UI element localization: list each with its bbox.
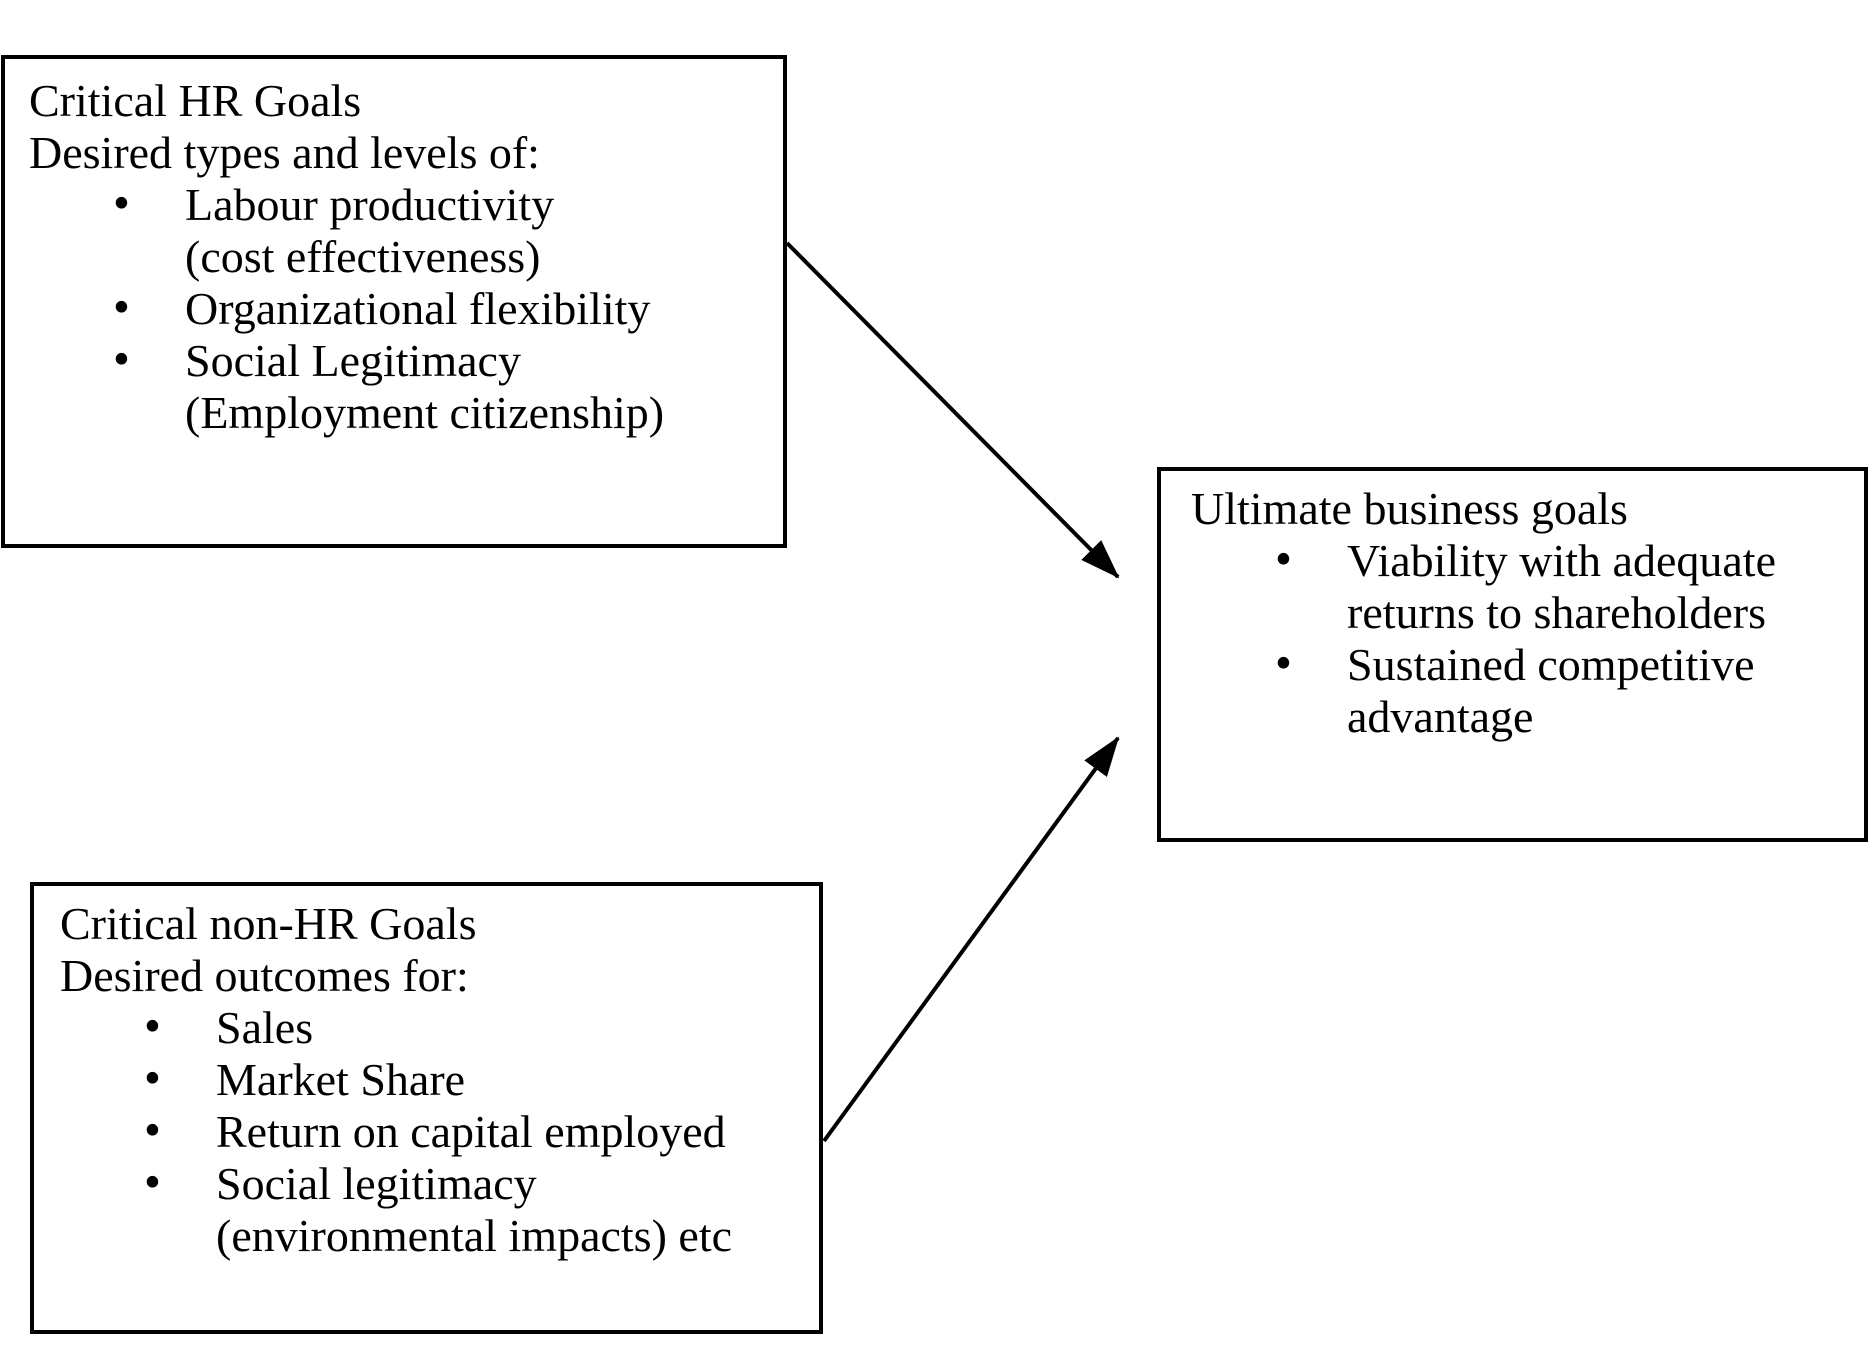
hr-goals-title: Critical HR Goals — [29, 75, 362, 126]
bullet-line: Organizational flexibility — [185, 282, 651, 334]
hr-goals-list: Labour productivity (cost effectiveness)… — [29, 177, 773, 439]
non-hr-goals-box: Critical non-HR Goals Desired outcomes f… — [30, 882, 823, 1334]
arrow-non-hr-to-business-goals — [822, 736, 1120, 1143]
bullet-line: (Employment citizenship) — [185, 386, 665, 438]
bullet-item: Viability with adequate returns to share… — [1275, 533, 1854, 639]
bullet-line: Labour productivity — [185, 178, 555, 230]
bullet-item: Market Share — [144, 1052, 809, 1107]
non-hr-goals-list: Sales Market Share Return on capital emp… — [60, 1000, 809, 1262]
arrow-hr-to-business-goals — [785, 241, 1120, 579]
bullet-item: Organizational flexibility — [113, 281, 773, 336]
non-hr-goals-subtitle: Desired outcomes for: — [60, 949, 469, 1001]
bullet-line: Sales — [216, 1001, 314, 1053]
bullet-item: Social Legitimacy (Employment citizenshi… — [113, 333, 773, 439]
bullet-line: (environmental impacts) etc — [216, 1209, 733, 1261]
bullet-line: Social legitimacy — [216, 1157, 537, 1209]
bullet-item: Labour productivity (cost effectiveness) — [113, 177, 773, 283]
bullet-item: Sustained competitive advantage — [1275, 637, 1854, 743]
bullet-item: Return on capital employed — [144, 1104, 809, 1159]
business-goals-box: Ultimate business goals Viability with a… — [1157, 467, 1868, 842]
bullet-line: returns to shareholders — [1347, 586, 1766, 638]
bullet-line: Market Share — [216, 1053, 466, 1105]
hr-goals-box: Critical HR Goals Desired types and leve… — [1, 55, 787, 548]
bullet-line: Return on capital employed — [216, 1105, 726, 1157]
business-goals-list: Viability with adequate returns to share… — [1191, 533, 1854, 743]
hr-goals-subtitle: Desired types and levels of: — [29, 126, 540, 178]
business-goals-title: Ultimate business goals — [1191, 483, 1628, 534]
bullet-line: Viability with adequate — [1347, 534, 1777, 586]
bullet-line: (cost effectiveness) — [185, 230, 541, 282]
non-hr-goals-title: Critical non-HR Goals — [60, 898, 477, 949]
bullet-line: advantage — [1347, 690, 1534, 742]
bullet-line: Social Legitimacy — [185, 334, 521, 386]
bullet-item: Sales — [144, 1000, 809, 1055]
bullet-item: Social legitimacy (environmental impacts… — [144, 1156, 809, 1262]
bullet-line: Sustained competitive — [1347, 638, 1755, 690]
